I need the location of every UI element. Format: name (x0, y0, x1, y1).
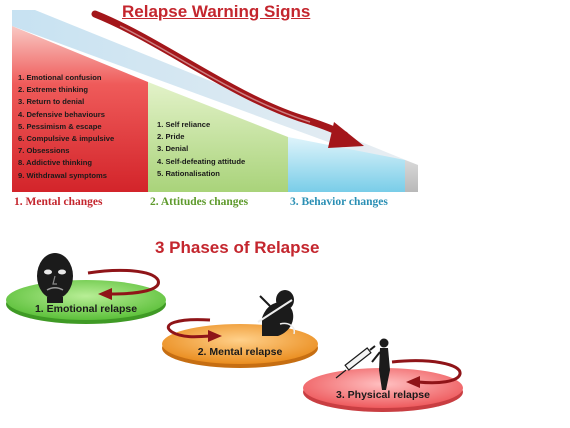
behavior-changes-label: 3. Behavior changes (290, 196, 388, 208)
emotional-relapse-label: 1. Emotional relapse (34, 303, 138, 315)
list-item: 3. Return to denial (18, 97, 85, 107)
mental-relapse-label: 2. Mental relapse (197, 346, 283, 358)
decline-arrow (91, 10, 349, 139)
cycle-arrow-3 (391, 359, 462, 385)
slope-top-surface (12, 10, 418, 175)
physical-relapse-label: 3. Physical relapse (336, 389, 430, 401)
cycle-arrow-2 (166, 318, 213, 339)
list-item: 5. Rationalisation (157, 168, 220, 178)
syringe-figure-icon (335, 338, 390, 390)
list-item: 1. Self reliance (157, 120, 211, 129)
warning-signs-title: Relapse Warning Signs (122, 2, 311, 21)
decline-arrow-gloss (119, 25, 311, 123)
list-item: 2. Pride (157, 132, 185, 142)
list-item: 2. Extreme thinking (18, 85, 89, 95)
list-item: 3. Denial (157, 144, 189, 154)
attitudes-changes-label: 2. Attitudes changes (150, 196, 249, 208)
list-item: 5. Pessimism & escape (18, 121, 102, 131)
behavior-section (288, 137, 405, 192)
attitudes-section (148, 82, 288, 192)
thinking-figure-icon (257, 290, 296, 336)
list-item: 4. Defensive behaviours (18, 109, 105, 119)
phases-title: 3 Phases of Relapse (155, 238, 320, 257)
slope-end-cap (405, 160, 418, 192)
mental-changes-list: 1. Emotional confusion 2. Extreme thinki… (18, 72, 114, 182)
list-item: 1. Emotional confusion (18, 73, 102, 82)
mental-section (12, 26, 148, 192)
list-item: 6. Compulsive & impulsive (18, 134, 115, 144)
mental-changes-label: 1. Mental changes (14, 196, 103, 208)
face-icon (37, 253, 73, 303)
list-item: 8. Addictive thinking (18, 158, 92, 168)
attitudes-changes-list: 1. Self reliance 2. Pride 3. Denial 4. S… (157, 119, 245, 180)
decline-arrow-head (328, 122, 364, 148)
list-item: 4. Self-defeating attitude (157, 156, 246, 166)
cycle-arrow-1 (87, 268, 160, 296)
list-item: 9. Withdrawal symptoms (18, 170, 107, 180)
list-item: 7. Obsessions (18, 146, 70, 156)
